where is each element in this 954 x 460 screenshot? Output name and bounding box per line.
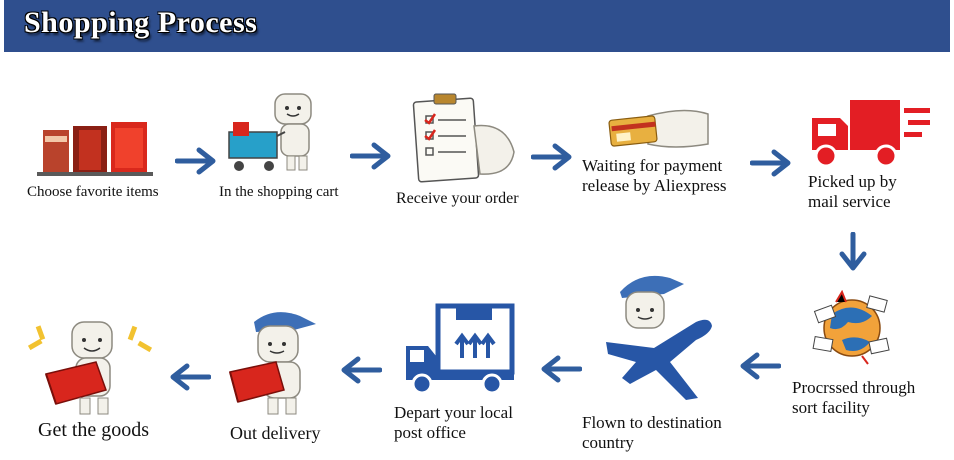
arrow-left-icon [541,355,582,383]
arrow-right-icon [175,147,216,175]
boxes-icon [35,118,155,178]
clipboard-icon [410,92,520,184]
step-payment-label: Waiting for payment release by Aliexpres… [582,156,727,196]
step-get-label: Get the goods [38,419,150,441]
arrow-left-icon [341,356,382,384]
gift-icon [26,318,156,418]
arrow-left-icon [740,352,781,380]
step-sort-label: Procrssed through sort facility [792,378,916,418]
arrow-left-icon [170,363,211,391]
step-depart-label: Depart your local post office [394,403,513,443]
airplane-icon [600,270,724,406]
globe-mail-icon [812,289,892,366]
step-pickup-label: Picked up by mail service [808,172,897,212]
step-out-label: Out delivery [230,423,321,443]
step-choose-label: Choose favorite items [27,184,159,200]
arrow-down-icon [839,232,867,271]
cargo-truck-icon [402,302,518,396]
shopping-cart-icon [225,86,345,182]
page-title: Shopping Process [24,6,258,39]
delivery-truck-icon [804,94,934,170]
courier-icon [228,306,328,418]
arrow-right-icon [531,143,572,171]
step-cart-label: In the shopping cart [219,184,339,200]
arrow-right-icon [350,142,391,170]
step-order-label: Receive your order [396,190,519,207]
header-banner: Shopping Process [4,0,950,52]
step-flown-label: Flown to destination country [582,413,722,453]
arrow-right-icon [750,149,791,177]
payment-card-icon [604,104,714,154]
